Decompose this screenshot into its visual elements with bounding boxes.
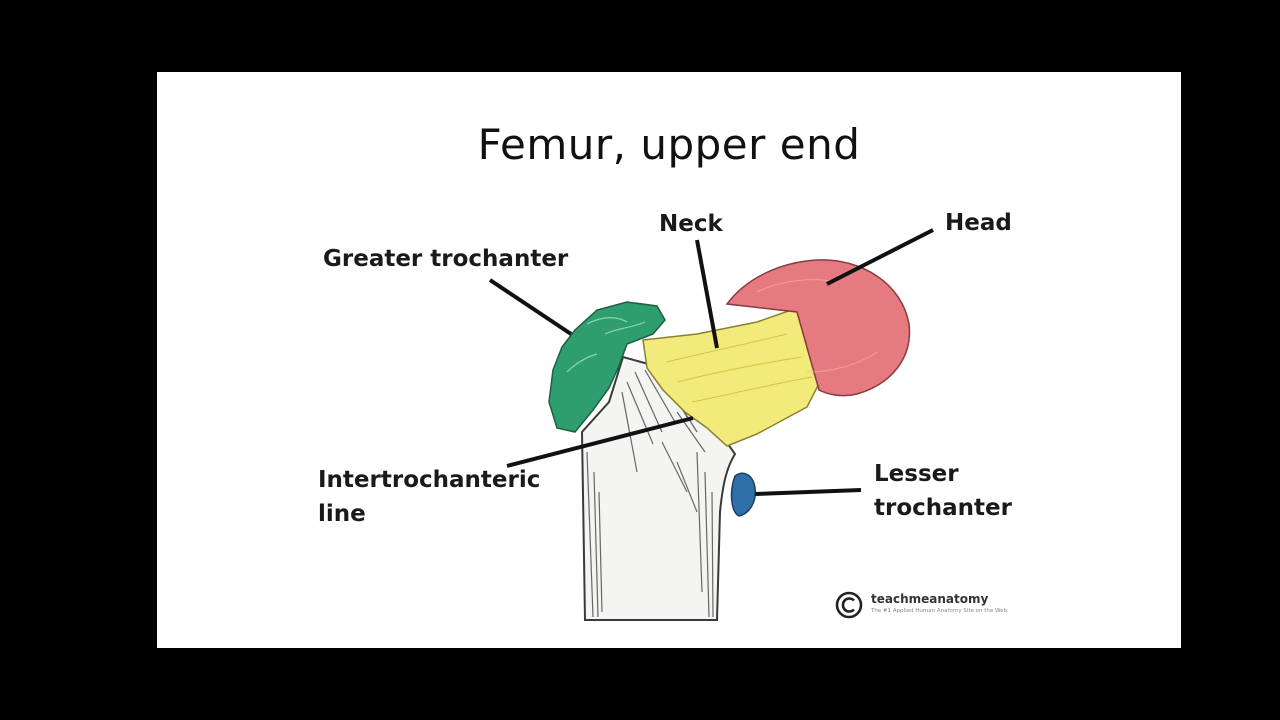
slide-title: Femur, upper end (477, 120, 861, 169)
slide: Femur, upper end (157, 72, 1181, 648)
head-region (725, 259, 911, 397)
leader-line-head (826, 228, 934, 286)
label-lesser-trochanter: Lesser trochanter (874, 457, 1012, 525)
neck-region (642, 307, 826, 447)
watermark-tagline: The #1 Applied Human Anatomy Site on the… (871, 608, 1009, 614)
label-neck: Neck (659, 211, 723, 237)
femur-diagram (488, 228, 934, 621)
label-greater-trochanter: Greater trochanter (323, 246, 569, 272)
lesser-trochanter-region (730, 472, 757, 517)
copyright-icon (835, 591, 863, 619)
label-head: Head (945, 210, 1012, 236)
label-intertrochanteric-text-1: Intertrochanteric (318, 467, 541, 493)
watermark: teachmeanatomy The #1 Applied Human Anat… (835, 590, 1009, 624)
watermark-brand: teachmeanatomy (871, 592, 989, 606)
leader-line-greater-trochanter (488, 278, 573, 336)
leader-line-intertrochanteric (506, 416, 694, 468)
label-intertrochanteric-text-2: line (318, 501, 366, 527)
leader-line-lesser-trochanter (754, 488, 862, 496)
greater-trochanter-region (548, 301, 666, 433)
leader-line-neck (695, 239, 719, 349)
label-lesser-trochanter-text-1: Lesser (874, 461, 959, 487)
label-lesser-trochanter-text-2: trochanter (874, 495, 1012, 521)
label-intertrochanteric-line: Intertrochanteric line (318, 463, 540, 531)
